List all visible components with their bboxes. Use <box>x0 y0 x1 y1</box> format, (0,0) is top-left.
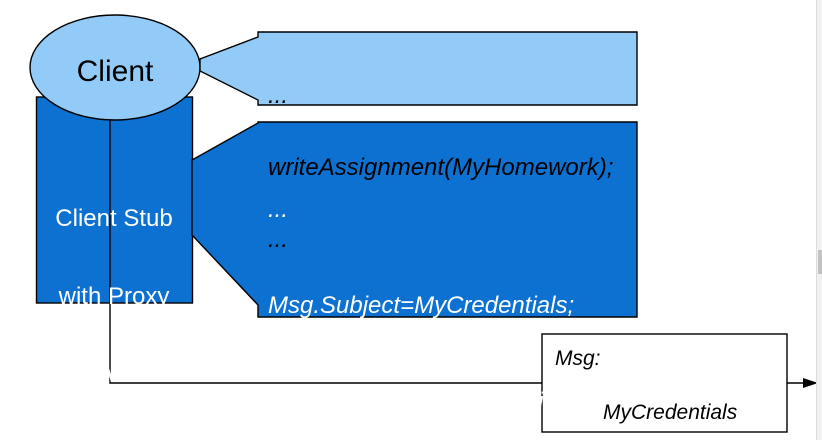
stub-code-callout <box>191 121 638 318</box>
message-value: MyCredentials <box>603 401 738 424</box>
message-box-values: MyCredentials writeAssignment_Id MyHomew… <box>603 345 786 440</box>
code-line: ... <box>268 226 289 253</box>
code-line: ... <box>268 196 289 223</box>
code-line: Msg.Subject=MyCredentials; <box>268 292 575 319</box>
client-label: Client <box>76 55 154 88</box>
scrollbar-track[interactable] <box>816 0 822 440</box>
client-stub-label-line: (here without <box>44 361 184 388</box>
client-stub-label: Client Stub with Proxy (here without PEP… <box>36 154 194 440</box>
client-stub-box <box>35 96 194 304</box>
message-box <box>541 333 788 433</box>
client-stub-label-line: with Proxy <box>58 283 170 310</box>
client-code-callout <box>199 31 638 106</box>
stub-code-text: ... Msg.Subject=MyCredentials; Msg.Metho… <box>268 130 664 440</box>
code-line: Msg.Method_Id=writeAssignment_Id; <box>268 388 664 415</box>
code-line: ... <box>268 82 289 109</box>
scrollbar-thumb[interactable] <box>818 250 822 274</box>
code-line: writeAssignment(MyHomework); <box>268 154 614 181</box>
client-stub-label-line: Client Stub <box>55 205 173 232</box>
client-code-text: ... writeAssignment(MyHomework); ... <box>268 36 613 300</box>
message-box-label: Msg: <box>555 347 601 370</box>
arrow-head-icon <box>803 378 818 388</box>
